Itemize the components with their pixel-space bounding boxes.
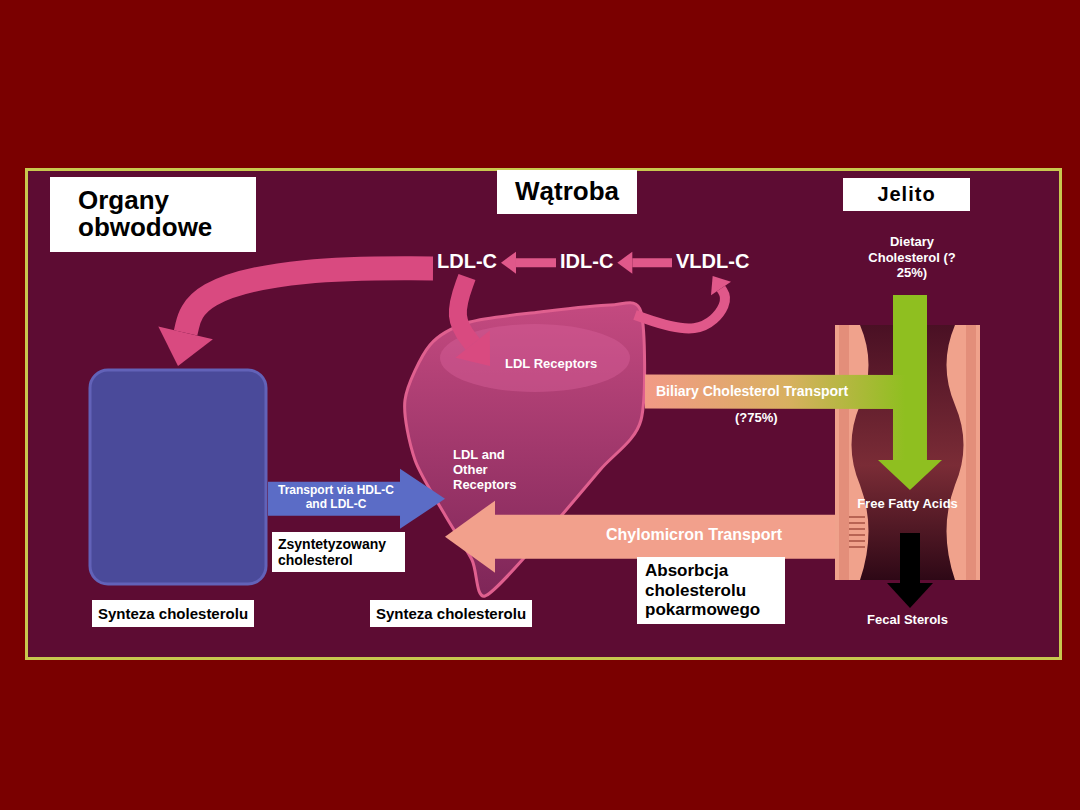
- note-text: Absorbcja cholesterolu pokarmowego: [637, 557, 785, 624]
- dietary-flow-arrow: [893, 295, 927, 393]
- note-text: Zsyntetyzowany cholesterol: [272, 532, 405, 572]
- lipoprotein-label: IDL-C: [560, 250, 613, 273]
- arrow-shaft: [495, 515, 835, 559]
- arrow-shaft: [186, 268, 433, 333]
- receptor-label: LDL and Other Receptors: [453, 448, 533, 493]
- percentage-label: (?75%): [735, 411, 778, 426]
- heading-text: Wątroba: [497, 170, 637, 214]
- peripheral-organ-box: Synteza cholesterolu: [88, 368, 268, 586]
- lipoprotein-name: IDL-C: [560, 250, 613, 273]
- note-box: Zsyntetyzowany cholesterol: [272, 532, 405, 572]
- note-box: Absorbcja cholesterolu pokarmowego: [637, 557, 785, 624]
- receptor-label: LDL Receptors: [505, 357, 597, 372]
- peripheral-organ-box-graphic: [88, 368, 268, 586]
- diagram-panel: [27, 170, 1061, 659]
- synthesis-label: Synteza cholesterolu: [92, 600, 254, 627]
- fecal-sterols-label: Fecal Sterols: [845, 613, 970, 628]
- arrow-head: [501, 252, 516, 274]
- synthesis-label: Synteza cholesterolu: [370, 600, 532, 627]
- intestine-wall-shade: [966, 325, 976, 580]
- flow-arrow: [635, 276, 731, 329]
- heading-text: Jelito: [843, 178, 970, 211]
- arrow-shaft: [458, 277, 473, 344]
- intestine-tube: Free Fatty AcidsFecal Sterols: [835, 325, 980, 580]
- dietary-cholesterol-label: Dietary Cholesterol (?25%): [862, 234, 962, 281]
- flow-arrow: [617, 252, 672, 274]
- heading-text: Organy obwodowe: [50, 177, 256, 252]
- flow-arrow: [268, 469, 445, 529]
- lipoprotein-label: LDL-C: [437, 250, 497, 273]
- lipoprotein-label: VLDL-C: [676, 250, 749, 273]
- excretion-arrow: [900, 533, 920, 585]
- flow-arrow: [158, 268, 433, 366]
- liver-outline: [405, 303, 645, 596]
- arrow-head: [158, 327, 213, 366]
- flow-label: Chylomicron Transport: [606, 526, 782, 544]
- arrow-head: [617, 252, 632, 274]
- region-heading: Wątroba: [497, 170, 637, 214]
- arrow-shaft: [516, 258, 556, 267]
- intestine-wall-shade: [839, 325, 849, 580]
- organ-box-outline: [90, 370, 266, 584]
- lipoprotein-name: LDL-C: [437, 250, 497, 273]
- region-heading: Jelito: [843, 178, 970, 211]
- flow-label: Biliary Cholesterol Transport: [656, 383, 848, 399]
- arrow-shaft: [268, 482, 400, 516]
- liver-shape: LDL ReceptorsLDL and Other ReceptorsSynt…: [395, 300, 645, 600]
- liver-lobe: [440, 324, 630, 392]
- flow-arrow: [501, 252, 556, 274]
- arrow-head: [711, 276, 731, 295]
- liver-shape-graphic: [395, 300, 645, 600]
- arrow-shaft: [632, 258, 672, 267]
- lipoprotein-name: VLDL-C: [676, 250, 749, 273]
- excretion-arrowhead: [887, 583, 933, 608]
- flow-arrow: [645, 392, 942, 490]
- region-heading: Organy obwodowe: [50, 177, 256, 252]
- intestine-tube-graphic: [835, 325, 980, 580]
- fatty-acids-label: Free Fatty Acids: [855, 497, 960, 512]
- absorption-fringe: [849, 517, 865, 547]
- flow-label: Transport via HDL-C and LDL-C: [272, 484, 400, 512]
